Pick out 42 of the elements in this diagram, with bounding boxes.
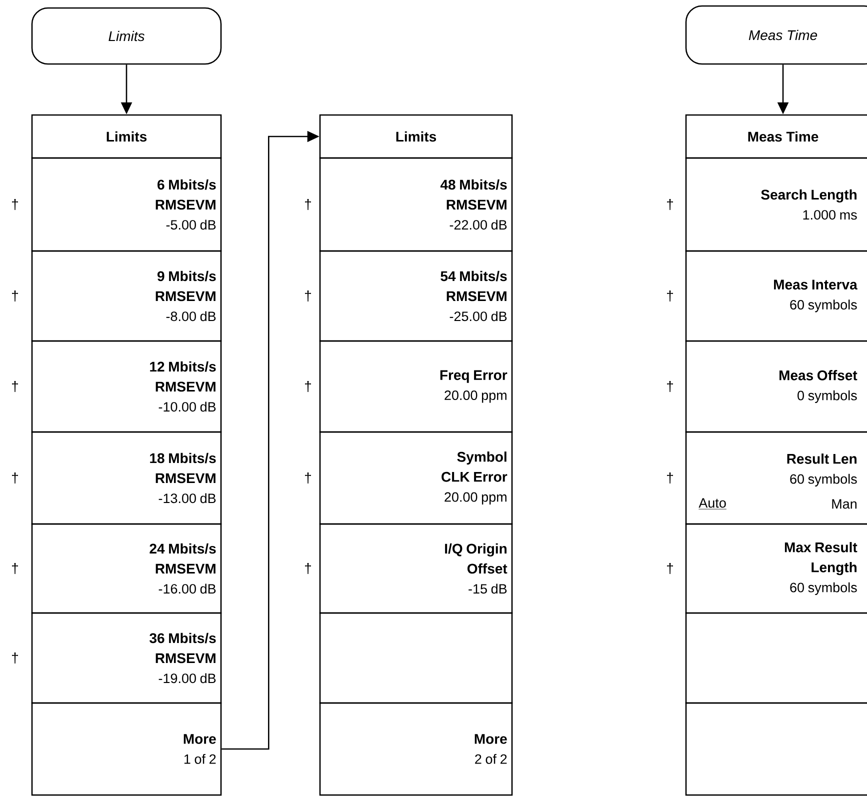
softkey: 54 Mbits/s RMSEVM -25.00 dB bbox=[319, 250, 513, 342]
dagger-mark: † bbox=[305, 198, 311, 210]
softkey: More 1 of 2 bbox=[31, 702, 222, 796]
menu-header: Limits bbox=[31, 114, 222, 159]
dagger-mark: † bbox=[12, 472, 18, 484]
dagger-mark: † bbox=[305, 290, 311, 302]
dagger-mark: † bbox=[12, 290, 18, 302]
dagger-mark: † bbox=[12, 198, 18, 210]
dagger-mark: † bbox=[667, 380, 673, 392]
softkey: 36 Mbits/s RMSEVM -19.00 dB bbox=[31, 612, 222, 704]
softkey: 6 Mbits/s RMSEVM -5.00 dB bbox=[31, 157, 222, 252]
menu-header: Limits bbox=[319, 114, 513, 159]
menu-button: Meas Time bbox=[685, 5, 867, 65]
softkey: 18 Mbits/s RMSEVM -13.00 dB bbox=[31, 431, 222, 525]
empty-key bbox=[319, 612, 513, 704]
softkey: Meas Offset 0 symbols bbox=[685, 340, 867, 433]
softkey: More 2 of 2 bbox=[319, 702, 513, 796]
dagger-mark: † bbox=[667, 562, 673, 574]
dagger-mark: † bbox=[667, 198, 673, 210]
empty-key bbox=[685, 702, 867, 796]
softkey: Search Length 1.000 ms bbox=[685, 157, 867, 252]
softkey: I/Q Origin Offset -15 dB bbox=[319, 523, 513, 614]
softkey: Max Result Length 60 symbols bbox=[685, 523, 867, 614]
dagger-mark: † bbox=[12, 562, 18, 574]
empty-key bbox=[685, 612, 867, 704]
softkey: Symbol CLK Error 20.00 ppm bbox=[319, 431, 513, 525]
softkey: 9 Mbits/s RMSEVM -8.00 dB bbox=[31, 250, 222, 342]
softkey: Result Len 60 symbols Auto Man bbox=[685, 431, 867, 525]
menu-header: Meas Time bbox=[685, 114, 867, 159]
softkey: 12 Mbits/s RMSEVM -10.00 dB bbox=[31, 340, 222, 433]
dagger-mark: † bbox=[305, 380, 311, 392]
softkey: 48 Mbits/s RMSEVM -22.00 dB bbox=[319, 157, 513, 252]
softkey: Freq Error 20.00 ppm bbox=[319, 340, 513, 433]
dagger-mark: † bbox=[667, 472, 673, 484]
dagger-mark: † bbox=[305, 562, 311, 574]
dagger-mark: † bbox=[12, 380, 18, 392]
dagger-mark: † bbox=[667, 290, 673, 302]
menu-button: Limits bbox=[31, 7, 222, 65]
softkey: Meas Interva 60 symbols bbox=[685, 250, 867, 342]
dagger-mark: † bbox=[305, 472, 311, 484]
dagger-mark: † bbox=[12, 652, 18, 664]
softkey: 24 Mbits/s RMSEVM -16.00 dB bbox=[31, 523, 222, 614]
